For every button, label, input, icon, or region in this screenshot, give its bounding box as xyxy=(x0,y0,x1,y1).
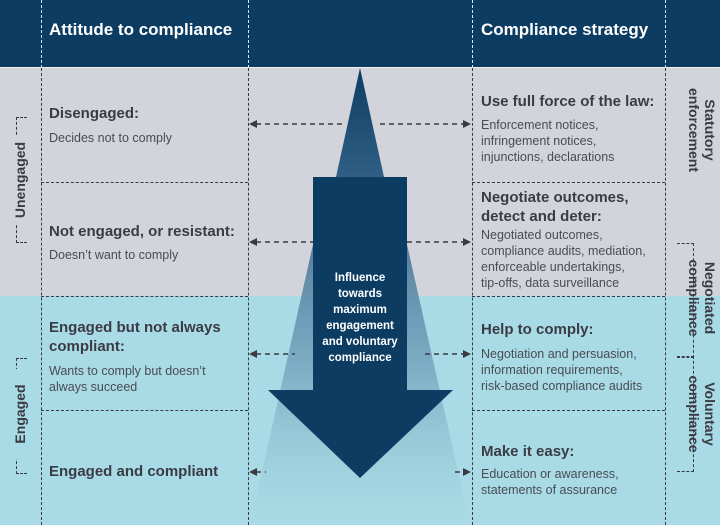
strategy-title-help: Help to comply: xyxy=(481,321,594,338)
group-label-voluntary-compliance: Voluntary compliance xyxy=(686,375,718,453)
arrowhead-right-icon xyxy=(463,350,471,358)
divider-horizontal xyxy=(472,182,665,183)
divider-vertical xyxy=(665,0,666,68)
voluntary-bracket xyxy=(677,356,694,472)
divider-vertical xyxy=(41,0,42,68)
attitude-title-resistant: Not engaged, or resistant: xyxy=(49,223,235,240)
strategy-desc-full-force: Enforcement notices, infringement notice… xyxy=(481,118,615,164)
divider-vertical xyxy=(472,0,473,68)
strategy-column-title: Compliance strategy xyxy=(481,20,649,39)
influence-arrow-label: Influence towards maximum engagement and… xyxy=(322,272,398,364)
group-label-negotiated-compliance: Negotiated compliance xyxy=(686,259,718,337)
attitude-desc-not-always-compliant: Wants to comply but doesn’t always succe… xyxy=(49,364,206,394)
arrowhead-right-icon xyxy=(463,468,471,476)
group-label-statutory-enforcement: Statutory enforcement xyxy=(682,80,718,180)
attitude-desc-disengaged: Decides not to comply xyxy=(49,131,172,145)
divider-horizontal xyxy=(41,410,248,411)
divider-vertical xyxy=(248,0,249,68)
negotiated-bracket xyxy=(677,243,694,358)
strategy-title-negotiate: Negotiate outcomes, detect and deter: xyxy=(481,189,629,225)
strategy-title-full-force: Use full force of the law: xyxy=(481,93,655,110)
attitude-desc-resistant: Doesn’t want to comply xyxy=(49,248,179,262)
header-divider xyxy=(0,67,720,68)
attitude-title-not-always-compliant: Engaged but not always compliant: xyxy=(49,319,221,355)
strategy-desc-make-easy: Education or awareness, statements of as… xyxy=(481,467,619,497)
header-band xyxy=(0,0,720,67)
arrowhead-left-icon xyxy=(249,120,257,128)
strategy-desc-negotiate: Negotiated outcomes, compliance audits, … xyxy=(481,228,646,290)
attitude-title-engaged-compliant: Engaged and compliant xyxy=(49,463,219,480)
arrowhead-left-icon xyxy=(249,468,257,476)
attitude-title-disengaged: Disengaged: xyxy=(49,105,140,122)
arrowhead-left-icon xyxy=(249,238,257,246)
attitude-column-title: Attitude to compliance xyxy=(49,20,233,39)
group-label-engaged: Engaged xyxy=(12,369,28,459)
strategy-title-make-easy: Make it easy: xyxy=(481,443,575,460)
group-label-unengaged: Unengaged xyxy=(12,135,28,225)
strategy-desc-help: Negotiation and persuasion, information … xyxy=(481,347,643,393)
arrowhead-left-icon xyxy=(249,350,257,358)
divider-horizontal xyxy=(41,296,248,297)
divider-horizontal xyxy=(472,296,665,297)
divider-vertical xyxy=(665,68,666,525)
divider-horizontal xyxy=(472,410,665,411)
arrowhead-right-icon xyxy=(463,120,471,128)
divider-horizontal xyxy=(41,182,248,183)
divider-vertical xyxy=(248,68,249,525)
arrowhead-right-icon xyxy=(463,238,471,246)
